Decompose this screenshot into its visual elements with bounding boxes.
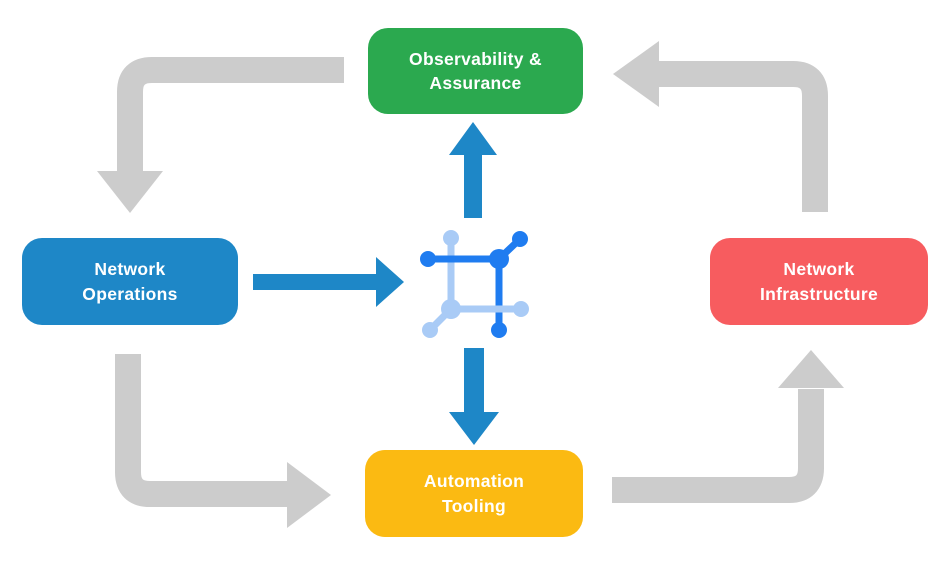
icon-dot-top-right bbox=[512, 231, 528, 247]
node-automation-tooling-label: Automation Tooling bbox=[423, 471, 525, 516]
icon-dot-left bbox=[420, 251, 436, 267]
arrow-infrastructure-to-observability-shaft bbox=[657, 61, 828, 212]
arrow-operations-to-automation-shaft bbox=[115, 354, 289, 507]
node-observability-assurance: Observability & Assurance bbox=[368, 28, 583, 114]
arrow-observability-to-operations-head bbox=[97, 171, 163, 213]
node-network-infrastructure-label: Network Infrastructure bbox=[760, 259, 878, 304]
icon-junction-dot-top-right bbox=[489, 249, 509, 269]
node-network-infrastructure: Network Infrastructure bbox=[710, 238, 928, 325]
icon-dot-bottom-left bbox=[422, 322, 438, 338]
arrow-hub-to-automation bbox=[449, 348, 499, 445]
arrow-automation-to-infrastructure-shaft bbox=[612, 389, 824, 503]
node-network-operations-label: Network Operations bbox=[82, 259, 178, 304]
icon-dot-bottom bbox=[491, 322, 507, 338]
arrow-infrastructure-to-observability-head bbox=[613, 41, 659, 107]
arrow-observability-to-operations-shaft bbox=[117, 57, 344, 175]
node-network-operations: Network Operations bbox=[22, 238, 238, 325]
network-fabric-icon bbox=[420, 230, 529, 338]
arrow-automation-to-infrastructure-head bbox=[778, 350, 844, 388]
icon-dot-right bbox=[513, 301, 529, 317]
arrow-hub-to-observability bbox=[449, 122, 497, 218]
icon-dot-top bbox=[443, 230, 459, 246]
arrow-operations-to-automation-head bbox=[287, 462, 331, 528]
node-automation-tooling: Automation Tooling bbox=[365, 450, 583, 537]
node-observability-assurance-label: Observability & Assurance bbox=[409, 48, 542, 93]
arrow-operations-to-hub bbox=[253, 257, 404, 307]
icon-junction-dot-bottom-left bbox=[441, 299, 461, 319]
